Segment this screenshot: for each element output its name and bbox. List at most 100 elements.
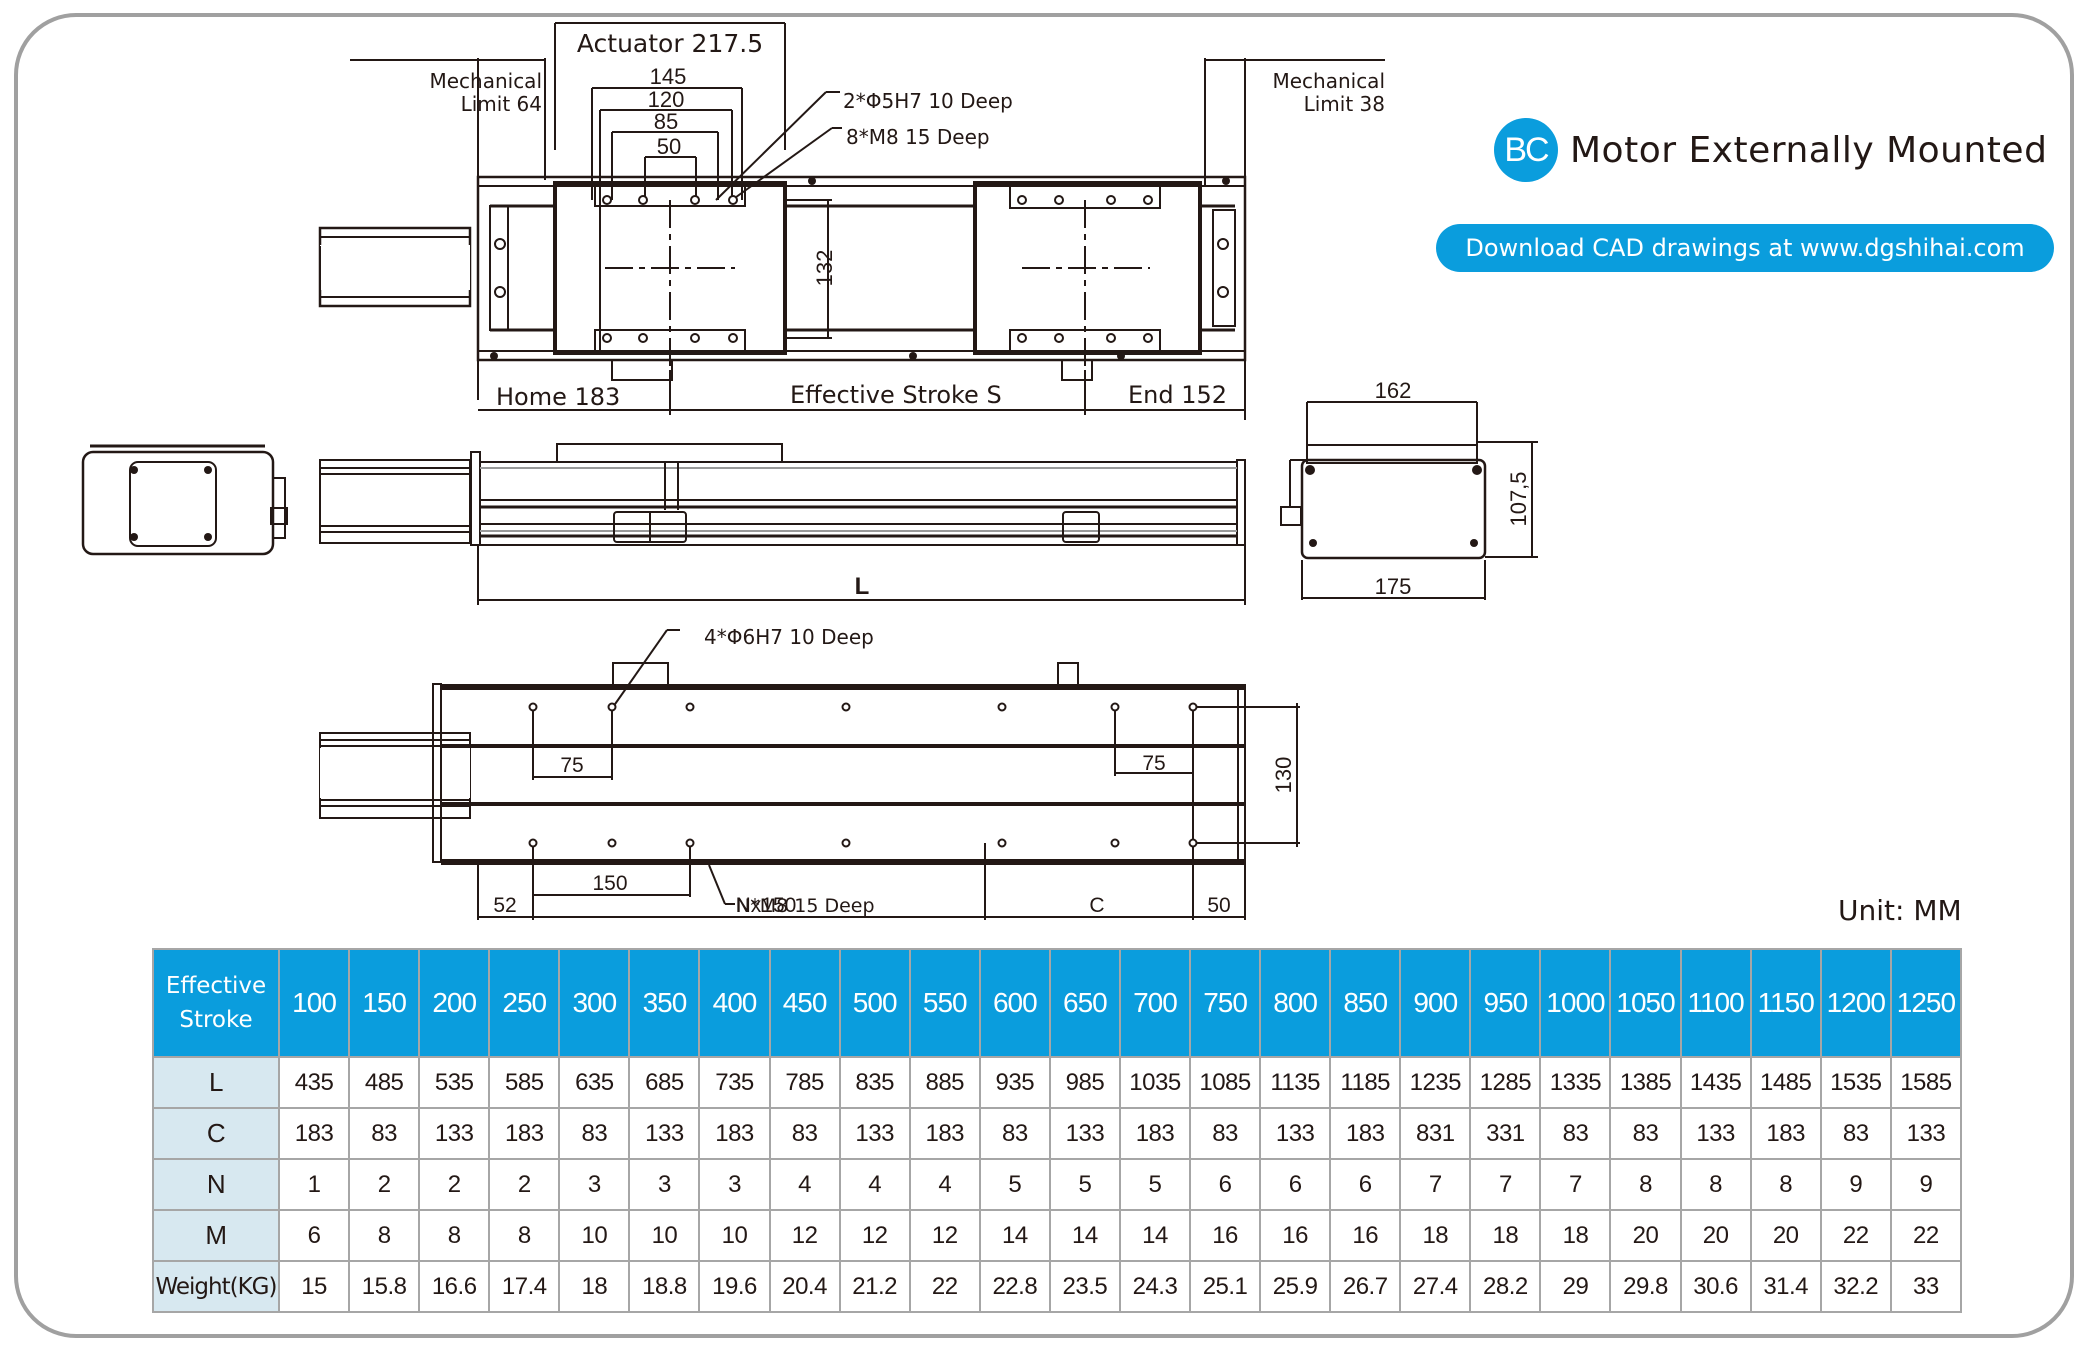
table-cell: 8 (1679, 1158, 1752, 1211)
table-cell: 2 (418, 1158, 491, 1211)
table-cell: 585 (488, 1056, 561, 1109)
table-cell: 83 (348, 1107, 421, 1160)
table-cell: 8 (1609, 1158, 1682, 1211)
table-cell: 133 (1889, 1107, 1963, 1160)
table-cell: 183 (277, 1107, 351, 1160)
table-cell: 935 (978, 1056, 1051, 1109)
table-cell: 18 (1399, 1209, 1472, 1262)
table-cell: 29.8 (1609, 1260, 1682, 1313)
table-cell: 3 (628, 1158, 701, 1211)
table-cell: 6 (1329, 1158, 1402, 1211)
dim-145: 145 (650, 64, 687, 89)
stroke-header-cell: 1200 (1819, 948, 1892, 1058)
table-cell: 29 (1539, 1260, 1612, 1313)
download-cad-link[interactable]: Download CAD drawings at www.dgshihai.co… (1436, 224, 2054, 272)
table-cell: 23.5 (1048, 1260, 1121, 1313)
table-cell: 1585 (1889, 1056, 1963, 1109)
dim-c: C (1089, 894, 1104, 917)
stroke-header-cell: 750 (1189, 948, 1262, 1058)
table-cell: 6 (1189, 1158, 1262, 1211)
dim-85: 85 (654, 109, 678, 134)
table-cell: 16 (1189, 1209, 1262, 1262)
table-cell: 133 (1259, 1107, 1332, 1160)
table-cell: 985 (1048, 1056, 1121, 1109)
effective-stroke-label: Effective Stroke S (790, 381, 1002, 409)
table-cell: 685 (628, 1056, 701, 1109)
table-cell: 22 (1819, 1209, 1892, 1262)
table-cell: 14 (1118, 1209, 1192, 1262)
row-label: C (152, 1107, 280, 1160)
table-cell: 16.6 (418, 1260, 491, 1313)
table-cell: 22 (1889, 1209, 1963, 1262)
table-cell: 18 (558, 1260, 631, 1313)
table-cell: 9 (1819, 1158, 1892, 1211)
table-cell: 1 (277, 1158, 351, 1211)
table-cell: 10 (558, 1209, 631, 1262)
end-width-top: 162 (1375, 378, 1412, 403)
table-cell: 133 (1048, 1107, 1121, 1160)
table-cell: 12 (768, 1209, 841, 1262)
table-cell: 1085 (1189, 1056, 1262, 1109)
table-cell: 25.1 (1189, 1260, 1262, 1313)
table-cell: 331 (1469, 1107, 1542, 1160)
table-cell: 5 (978, 1158, 1051, 1211)
side-view (81, 443, 1246, 605)
table-cell: 18 (1469, 1209, 1542, 1262)
top-view (318, 22, 1385, 420)
stroke-header-cell: 150 (348, 948, 421, 1058)
dim-75-left: 75 (560, 754, 583, 777)
table-cell: 183 (908, 1107, 981, 1160)
page-frame (14, 13, 2074, 1338)
table-cell: 635 (558, 1056, 631, 1109)
stroke-header-cell: 200 (418, 948, 491, 1058)
product-title: BC Motor Externally Mounted (1494, 118, 2047, 182)
product-title-text: Motor Externally Mounted (1570, 129, 2048, 171)
table-cell: 28.2 (1469, 1260, 1542, 1313)
table-cell: 33 (1889, 1260, 1963, 1313)
table-cell: 31.4 (1749, 1260, 1822, 1313)
table-cell: 133 (418, 1107, 491, 1160)
dim-120: 120 (648, 87, 685, 112)
table-cell: 5 (1048, 1158, 1121, 1211)
table-cell: 20 (1609, 1209, 1682, 1262)
table-cell: 1535 (1819, 1056, 1892, 1109)
stroke-header-cell: 450 (768, 948, 841, 1058)
table-cell: 10 (698, 1209, 771, 1262)
callout-screw-bottom: N*M8 15 Deep (736, 895, 875, 917)
stroke-header-cell: 1250 (1889, 948, 1963, 1058)
table-cell: 1485 (1749, 1056, 1822, 1109)
mech-limit-right-line2: Limit 38 (1304, 92, 1385, 116)
table-cell: 735 (698, 1056, 771, 1109)
table-cell: 183 (1749, 1107, 1822, 1160)
model-badge: BC (1494, 118, 1558, 182)
table-cell: 12 (908, 1209, 981, 1262)
end-height: 107,5 (1506, 471, 1531, 526)
dim-75-right: 75 (1142, 752, 1165, 775)
table-cell: 3 (698, 1158, 771, 1211)
stroke-header-cell: 100 (277, 948, 351, 1058)
table-cell: 435 (277, 1056, 351, 1109)
table-cell: 32.2 (1819, 1260, 1892, 1313)
table-cell: 14 (978, 1209, 1051, 1262)
callout-pin-bottom: 4*Φ6H7 10 Deep (704, 625, 874, 649)
header-label-line1: Effective (165, 973, 267, 999)
stroke-header-cell: 700 (1118, 948, 1192, 1058)
callout-screw-top: 8*M8 15 Deep (846, 125, 990, 149)
table-cell: 10 (628, 1209, 701, 1262)
table-cell: 25.9 (1259, 1260, 1332, 1313)
mech-limit-left-line2: Limit 64 (461, 92, 542, 116)
actuator-label: Actuator 217.5 (577, 29, 763, 58)
table-cell: 8 (348, 1209, 421, 1262)
table-cell: 183 (1118, 1107, 1192, 1160)
table-cell: 8 (418, 1209, 491, 1262)
table-cell: 133 (628, 1107, 701, 1160)
table-cell: 885 (908, 1056, 981, 1109)
table-cell: 83 (558, 1107, 631, 1160)
dim-50: 50 (657, 134, 681, 159)
